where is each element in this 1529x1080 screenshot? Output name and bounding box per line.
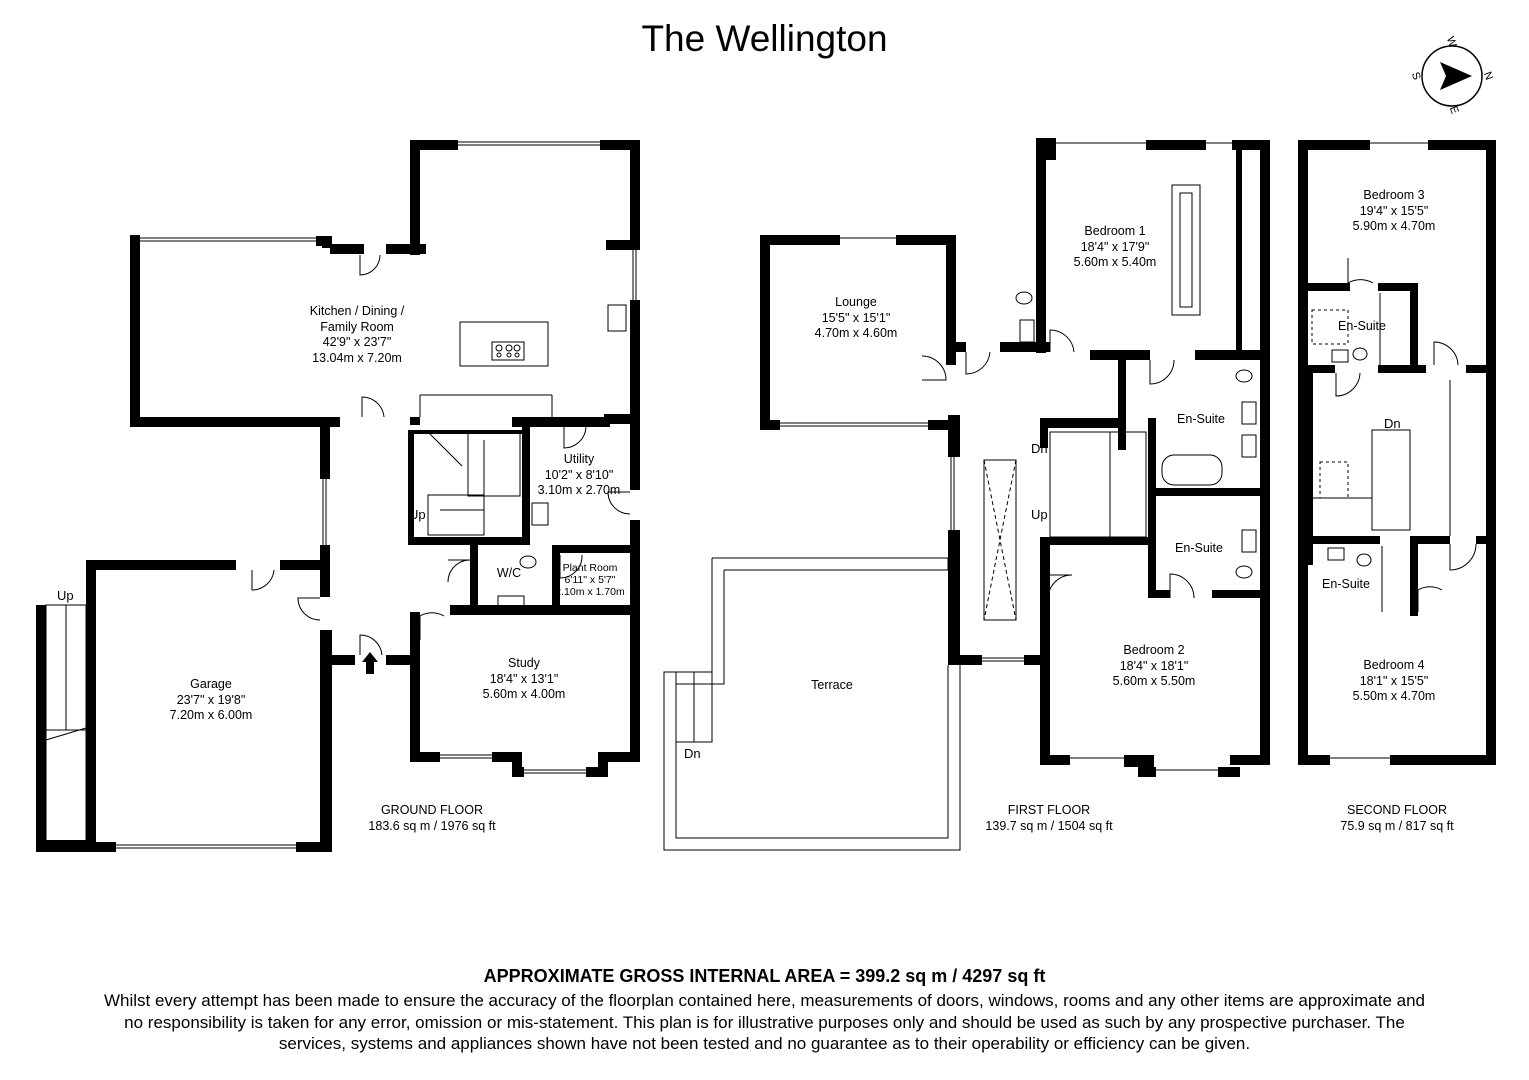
room-ensuite2: En-Suite bbox=[1175, 541, 1223, 557]
room-terrace-name: Terrace bbox=[811, 678, 853, 692]
room-study: Study 18'4" x 13'1" 5.60m x 4.00m bbox=[483, 656, 566, 703]
floor-first-caption: FIRST FLOOR 139.7 sq m / 1504 sq ft bbox=[985, 802, 1112, 834]
floor-second-name: SECOND FLOOR bbox=[1346, 803, 1448, 817]
room-wc-name: W/C bbox=[496, 566, 522, 580]
plan-title: The Wellington bbox=[641, 18, 888, 59]
room-bedroom1-metric: 5.60m x 5.40m bbox=[1073, 255, 1157, 269]
room-plant-metric: 2.10m x 1.70m bbox=[555, 586, 625, 598]
stair-up-garage: Up bbox=[57, 588, 74, 603]
room-bedroom3-imperial: 19'4" x 15'5" bbox=[1359, 203, 1429, 218]
room-study-imperial: 18'4" x 13'1" bbox=[489, 671, 559, 686]
stair-up-ground: Up bbox=[409, 507, 426, 522]
floor-ground-area: 183.6 sq m / 1976 sq ft bbox=[368, 819, 496, 833]
room-ensuite4: En-Suite bbox=[1322, 577, 1370, 593]
compass: W N E S bbox=[1409, 35, 1500, 120]
room-ensuite1-name: En-Suite bbox=[1177, 412, 1225, 426]
room-bedroom1: Bedroom 1 18'4" x 17'9" 5.60m x 5.40m bbox=[1074, 224, 1157, 271]
room-garage: Garage 23'7" x 19'8" 7.20m x 6.00m bbox=[170, 677, 253, 724]
room-kitchen-imperial: 42'9" x 23'7" bbox=[322, 335, 392, 349]
room-bedroom3: Bedroom 3 19'4" x 15'5" 5.90m x 4.70m bbox=[1353, 188, 1436, 235]
stair-dn-first: Dn bbox=[1031, 441, 1048, 456]
room-ensuite3-name: En-Suite bbox=[1338, 319, 1386, 333]
walls bbox=[36, 138, 1496, 852]
detail-lines bbox=[45, 141, 1477, 851]
north-arrow-icon bbox=[1421, 45, 1483, 107]
room-bedroom4: Bedroom 4 18'1" x 15'5" 5.50m x 4.70m bbox=[1353, 658, 1436, 705]
entrance-arrow-icon bbox=[362, 652, 378, 674]
room-bedroom2: Bedroom 2 18'4" x 18'1" 5.60m x 5.50m bbox=[1113, 643, 1196, 690]
room-kitchen-name: Kitchen / Dining / bbox=[309, 304, 405, 318]
room-bedroom2-imperial: 18'4" x 18'1" bbox=[1119, 658, 1189, 673]
room-study-metric: 5.60m x 4.00m bbox=[482, 687, 566, 701]
stair-dn-second: Dn bbox=[1384, 416, 1401, 431]
room-garage-imperial: 23'7" x 19'8" bbox=[176, 692, 246, 707]
room-bedroom4-metric: 5.50m x 4.70m bbox=[1352, 689, 1436, 703]
room-bedroom2-name: Bedroom 2 bbox=[1123, 643, 1185, 657]
room-garage-name: Garage bbox=[190, 677, 232, 691]
room-bedroom1-imperial: 18'4" x 17'9" bbox=[1080, 239, 1150, 254]
room-terrace: Terrace bbox=[811, 678, 853, 694]
floor-second-area: 75.9 sq m / 817 sq ft bbox=[1340, 819, 1454, 833]
room-study-name: Study bbox=[508, 656, 540, 670]
room-utility: Utility 10'2" x 8'10" 3.10m x 2.70m bbox=[538, 452, 621, 499]
room-kitchen: Kitchen / Dining / Family Room 42'9" x 2… bbox=[310, 304, 405, 366]
room-utility-name: Utility bbox=[563, 452, 595, 466]
room-ensuite2-name: En-Suite bbox=[1175, 541, 1223, 555]
disclaimer: Whilst every attempt has been made to en… bbox=[103, 991, 1426, 1053]
room-kitchen-name2: Family Room bbox=[320, 319, 394, 334]
floor-second-caption: SECOND FLOOR 75.9 sq m / 817 sq ft bbox=[1340, 802, 1453, 834]
room-bedroom3-name: Bedroom 3 bbox=[1363, 188, 1425, 202]
room-lounge: Lounge 15'5" x 15'1" 4.70m x 4.60m bbox=[815, 295, 898, 342]
room-lounge-metric: 4.70m x 4.60m bbox=[814, 326, 898, 340]
floor-first-area: 139.7 sq m / 1504 sq ft bbox=[985, 819, 1113, 833]
room-kitchen-metric: 13.04m x 7.20m bbox=[312, 350, 402, 365]
floor-ground-caption: GROUND FLOOR 183.6 sq m / 1976 sq ft bbox=[368, 802, 495, 834]
stair-dn-terrace: Dn bbox=[684, 746, 701, 761]
room-lounge-name: Lounge bbox=[835, 295, 877, 309]
room-utility-metric: 3.10m x 2.70m bbox=[537, 483, 621, 497]
room-bedroom4-name: Bedroom 4 bbox=[1363, 658, 1425, 672]
room-ensuite1: En-Suite bbox=[1177, 412, 1225, 428]
total-area: APPROXIMATE GROSS INTERNAL AREA = 399.2 … bbox=[483, 966, 1046, 986]
room-ensuite4-name: En-Suite bbox=[1322, 577, 1370, 591]
room-bedroom3-metric: 5.90m x 4.70m bbox=[1352, 219, 1436, 233]
room-plant: Plant Room 6'11" x 5'7" 2.10m x 1.70m bbox=[555, 562, 624, 598]
stair-up-first: Up bbox=[1031, 507, 1048, 522]
room-lounge-imperial: 15'5" x 15'1" bbox=[821, 310, 891, 325]
room-utility-imperial: 10'2" x 8'10" bbox=[544, 467, 614, 482]
room-plant-imperial: 6'11" x 5'7" bbox=[564, 574, 616, 586]
room-wc: W/C bbox=[497, 566, 521, 582]
room-garage-metric: 7.20m x 6.00m bbox=[169, 708, 253, 722]
room-ensuite3: En-Suite bbox=[1338, 319, 1386, 335]
room-bedroom1-name: Bedroom 1 bbox=[1084, 224, 1146, 238]
floor-first-name: FIRST FLOOR bbox=[1007, 803, 1091, 817]
room-plant-name: Plant Room bbox=[562, 562, 618, 574]
room-bedroom2-metric: 5.60m x 5.50m bbox=[1112, 674, 1196, 688]
floor-ground-name: GROUND FLOOR bbox=[380, 803, 484, 817]
room-bedroom4-imperial: 18'1" x 15'5" bbox=[1359, 673, 1429, 688]
